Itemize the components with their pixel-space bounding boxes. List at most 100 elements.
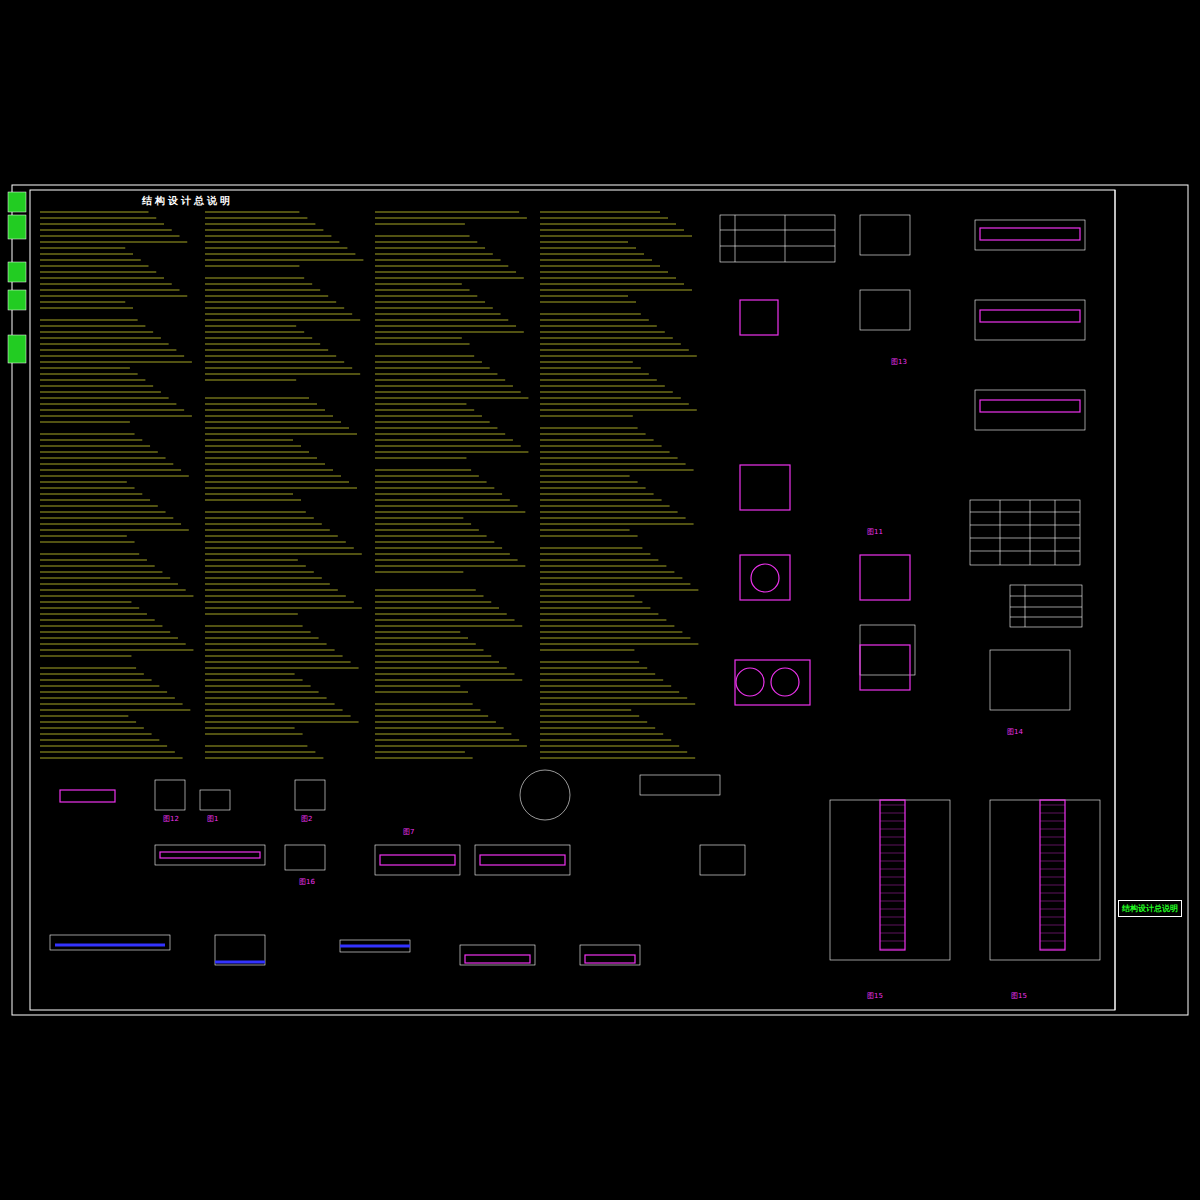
note-line — [40, 506, 158, 507]
note-line — [540, 416, 633, 417]
note-line — [375, 692, 468, 693]
rebar-line — [1040, 861, 1065, 862]
note-line — [375, 704, 473, 705]
note-line — [205, 302, 336, 303]
note-line — [40, 308, 133, 309]
note-line — [40, 512, 166, 513]
note-line — [540, 734, 663, 735]
note-line — [40, 422, 130, 423]
rebar-line — [1040, 877, 1065, 878]
note-line — [540, 710, 631, 711]
note-line — [375, 680, 522, 681]
rebar-line — [1040, 845, 1065, 846]
note-line — [40, 602, 131, 603]
note-line — [375, 710, 480, 711]
note-line — [540, 410, 697, 411]
note-line — [40, 410, 184, 411]
note-line — [540, 692, 679, 693]
figure-caption: 图7 — [402, 828, 415, 837]
note-line — [40, 416, 192, 417]
note-line — [205, 698, 327, 699]
figure-caption: 图1 — [206, 815, 219, 824]
note-line — [40, 446, 150, 447]
rebar-line — [1040, 813, 1065, 814]
note-line — [205, 662, 351, 663]
note-line — [540, 428, 638, 429]
note-line — [205, 368, 352, 369]
note-line — [205, 260, 363, 261]
note-line — [375, 278, 524, 279]
note-line — [375, 512, 525, 513]
rebar-line — [880, 813, 905, 814]
note-line — [540, 572, 674, 573]
note-line — [40, 302, 125, 303]
note-line — [40, 236, 180, 237]
note-line — [40, 638, 178, 639]
note-line — [205, 434, 357, 435]
note-line — [40, 332, 153, 333]
note-line — [375, 398, 528, 399]
note-line — [205, 614, 298, 615]
note-line — [540, 284, 684, 285]
note-line — [375, 290, 470, 291]
note-line — [375, 686, 460, 687]
note-line — [375, 596, 484, 597]
note-line — [540, 530, 630, 531]
note-line — [375, 224, 465, 225]
note-line — [540, 596, 634, 597]
note-line — [205, 608, 362, 609]
note-line — [375, 716, 488, 717]
note-line — [40, 554, 139, 555]
note-line — [375, 218, 527, 219]
note-line — [40, 536, 127, 537]
note-line — [40, 242, 187, 243]
note-line — [40, 758, 183, 759]
note-line — [40, 284, 172, 285]
note-line — [540, 746, 679, 747]
note-line — [540, 698, 687, 699]
note-line — [375, 440, 513, 441]
note-line — [205, 638, 319, 639]
note-line — [205, 362, 344, 363]
note-line — [540, 344, 681, 345]
note-line — [40, 254, 133, 255]
note-line — [205, 722, 359, 723]
note-line — [375, 296, 477, 297]
note-line — [375, 626, 522, 627]
note-line — [40, 494, 142, 495]
note-line — [205, 398, 309, 399]
note-line — [540, 230, 684, 231]
title-block-cell: 结构设计总说明 — [1118, 900, 1182, 917]
note-line — [375, 314, 501, 315]
note-line — [40, 344, 169, 345]
note-line — [375, 572, 463, 573]
note-line — [205, 410, 325, 411]
figure-caption: 图11 — [866, 528, 884, 537]
note-line — [205, 380, 296, 381]
note-line — [375, 446, 521, 447]
note-line — [205, 320, 360, 321]
note-line — [40, 584, 178, 585]
rebar-line — [880, 853, 905, 854]
note-line — [205, 404, 317, 405]
note-line — [205, 500, 301, 501]
note-line — [205, 578, 322, 579]
note-line — [205, 728, 295, 729]
rebar-line — [1040, 933, 1065, 934]
note-line — [375, 386, 513, 387]
note-line — [40, 518, 173, 519]
note-line — [205, 680, 303, 681]
note-line — [375, 320, 508, 321]
note-line — [205, 650, 335, 651]
rebar-line — [1040, 805, 1065, 806]
note-line — [540, 650, 634, 651]
note-line — [40, 566, 155, 567]
note-line — [540, 536, 638, 537]
note-line — [375, 416, 482, 417]
note-line — [205, 542, 346, 543]
note-line — [205, 470, 333, 471]
rebar-line — [880, 805, 905, 806]
note-line — [375, 422, 490, 423]
note-line — [40, 470, 181, 471]
